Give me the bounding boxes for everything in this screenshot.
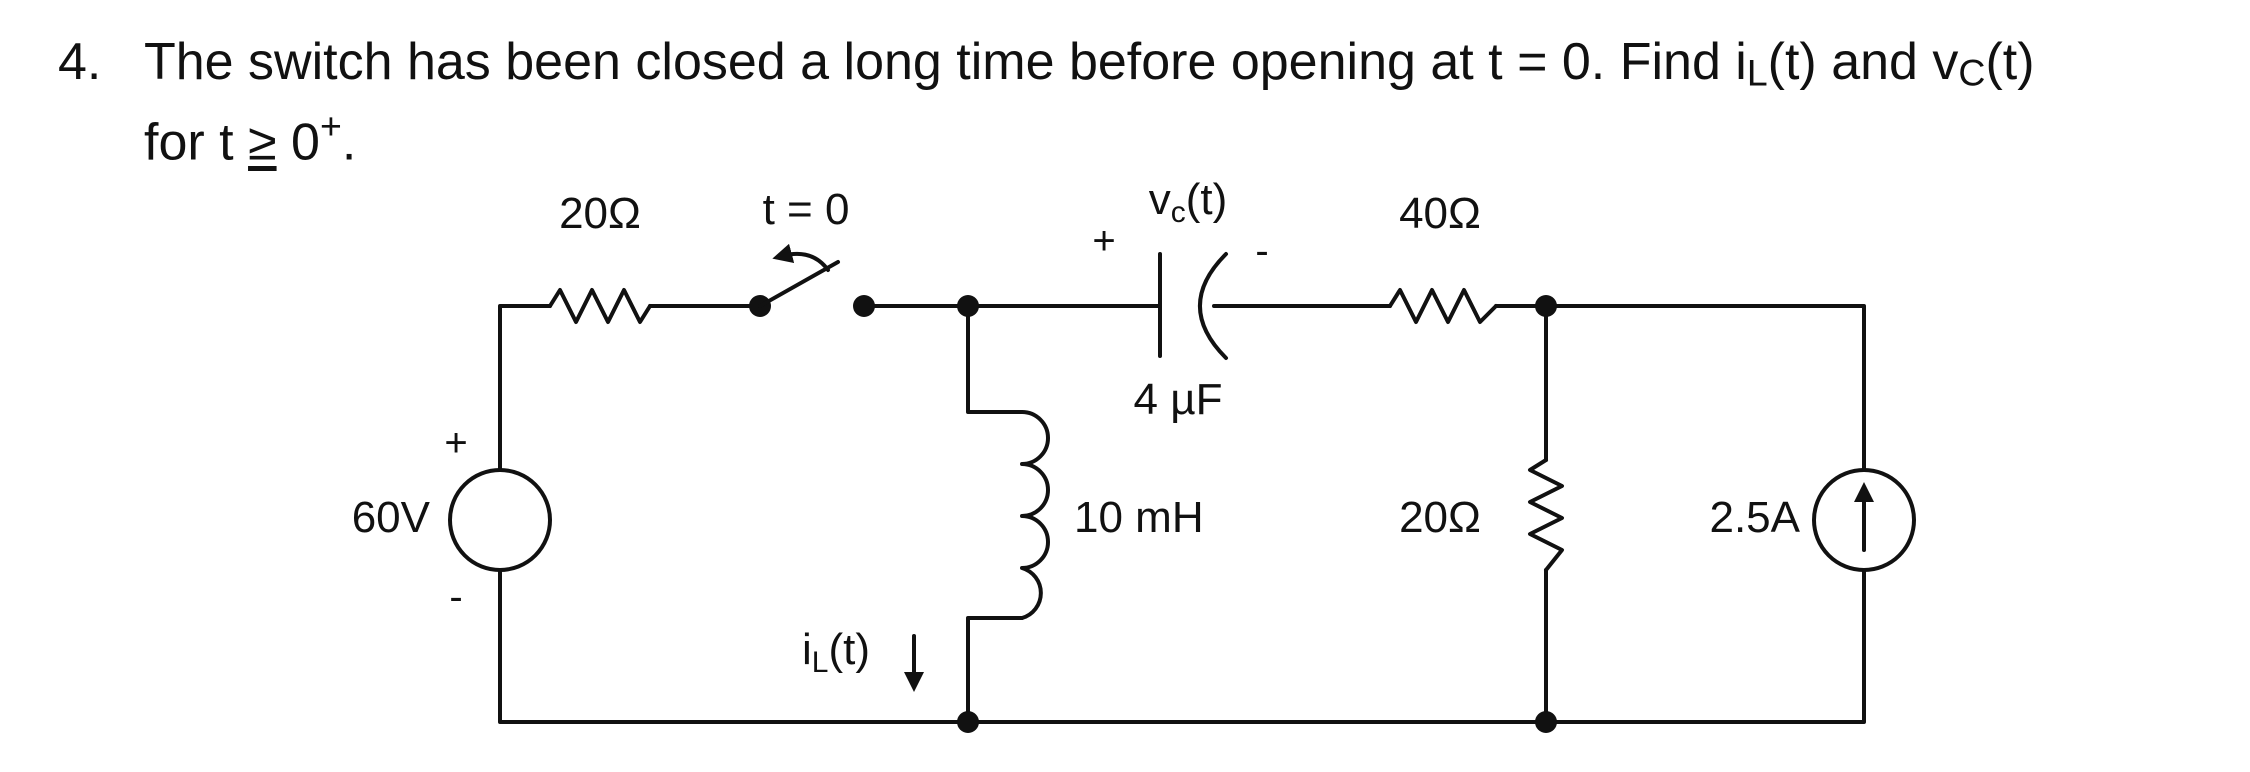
source-minus: - xyxy=(449,575,462,619)
wire-inductor-top xyxy=(966,304,1024,414)
ge-symbol: ≥ xyxy=(248,113,277,172)
source-label: 60V xyxy=(352,493,431,542)
wire-bottom xyxy=(498,568,1866,724)
line2-sup-plus: + xyxy=(319,105,342,147)
current-source-label: 2.5A xyxy=(1709,493,1800,542)
line1-text-b: (t) and v xyxy=(1767,33,1959,91)
line2-text-a: for t xyxy=(144,113,249,172)
problem-line-2: for t ≥ 0+. xyxy=(144,94,356,175)
line2-text-b: 0 xyxy=(276,113,320,172)
r1-label: 20Ω xyxy=(559,189,641,238)
capacitor xyxy=(1158,252,1228,360)
line1-sub-c: C xyxy=(1958,51,1986,94)
resistor-r1 xyxy=(548,288,652,324)
cap-voltage-label: vc(t) xyxy=(1149,175,1228,229)
junction-dots xyxy=(957,295,1557,733)
cap-voltage-v: v xyxy=(1149,175,1171,224)
switch-arrow-icon xyxy=(772,243,830,272)
wire-inductor-bottom xyxy=(966,616,1024,724)
line1-text-c: (t) xyxy=(1985,33,2035,91)
wire-top-right xyxy=(1494,304,1866,472)
switch xyxy=(749,243,875,317)
cap-value: 4 µF xyxy=(1134,375,1223,424)
inductor xyxy=(1020,410,1050,620)
r2-label: 40Ω xyxy=(1399,189,1481,238)
cap-plus: + xyxy=(1092,219,1115,263)
inductor-current-sub: L xyxy=(812,646,829,679)
line2-text-c: . xyxy=(341,113,357,172)
inductor-current-label: iL(t) xyxy=(802,625,870,679)
switch-label: t = 0 xyxy=(763,185,850,234)
inductor-current-rest: (t) xyxy=(828,625,870,674)
voltage-source xyxy=(448,468,552,572)
cap-minus: - xyxy=(1255,229,1268,273)
line1-sub-l: L xyxy=(1746,51,1768,94)
problem-line-1: The switch has been closed a long time b… xyxy=(144,30,2035,105)
cap-voltage-rest: (t) xyxy=(1186,175,1228,224)
source-plus: + xyxy=(444,421,467,465)
resistor-r2 xyxy=(1388,288,1498,324)
inductor-current-i: i xyxy=(802,625,812,674)
current-source xyxy=(1812,468,1916,572)
resistor-r3 xyxy=(1528,458,1564,572)
cap-voltage-sub: c xyxy=(1171,196,1186,229)
wires xyxy=(498,304,1866,724)
line1-text-a: The switch has been closed a long time b… xyxy=(144,33,1747,91)
inductor-label: 10 mH xyxy=(1074,493,1204,542)
problem-number: 4. xyxy=(58,33,102,91)
wire-left-top xyxy=(498,304,552,472)
r3-label: 20Ω xyxy=(1399,493,1481,542)
